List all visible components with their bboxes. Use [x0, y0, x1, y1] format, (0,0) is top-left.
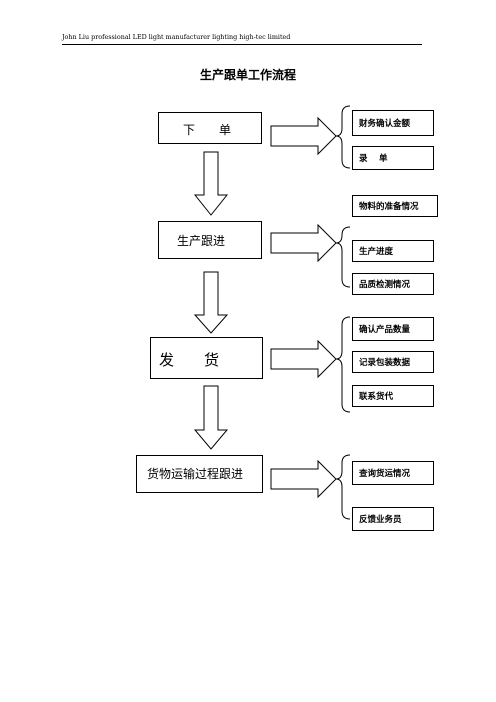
step-box-production-tracking: 生产跟进 [158, 221, 262, 259]
down-arrow-2 [193, 271, 229, 334]
step-label-order: 下 单 [183, 123, 232, 137]
right-arrow-4 [270, 459, 337, 499]
task-contact-forwarder: 联系货代 [352, 385, 434, 407]
down-arrow-3 [193, 385, 229, 450]
down-arrow-1 [193, 151, 229, 216]
task-production-progress: 生产进度 [352, 240, 434, 262]
step-label-production-tracking: 生产跟进 [177, 234, 226, 248]
task-report-to-sales: 反馈业务员 [352, 507, 434, 531]
brace-3 [335, 316, 351, 413]
task-quality-inspection: 品质检测情况 [352, 273, 434, 295]
right-arrow-1 [270, 116, 337, 156]
step-label-transport-tracking: 货物运输过程跟进 [147, 467, 244, 481]
task-confirm-quantity: 确认产品数量 [352, 317, 434, 341]
task-record-order: 录 单 [352, 146, 434, 170]
task-confirm-amount: 财务确认金额 [352, 110, 434, 136]
brace-1 [335, 105, 351, 169]
brace-4 [335, 454, 351, 520]
right-arrow-2 [270, 223, 337, 263]
step-box-transport-tracking: 货物运输过程跟进 [136, 455, 263, 493]
task-material-readiness: 物料的准备情况 [352, 195, 438, 217]
header-rule [62, 44, 422, 45]
page-title: 生产跟单工作流程 [199, 68, 296, 82]
brace-2 [335, 226, 351, 288]
right-arrow-3 [270, 339, 337, 379]
step-box-order: 下 单 [158, 112, 262, 144]
page-header: John Liu professional LED light manufact… [62, 33, 291, 41]
step-label-shipping: 发 货 [159, 351, 220, 369]
task-record-packaging: 记录包装数据 [352, 351, 434, 373]
step-box-shipping: 发 货 [150, 337, 263, 379]
task-check-shipment-status: 查询货运情况 [352, 461, 434, 485]
